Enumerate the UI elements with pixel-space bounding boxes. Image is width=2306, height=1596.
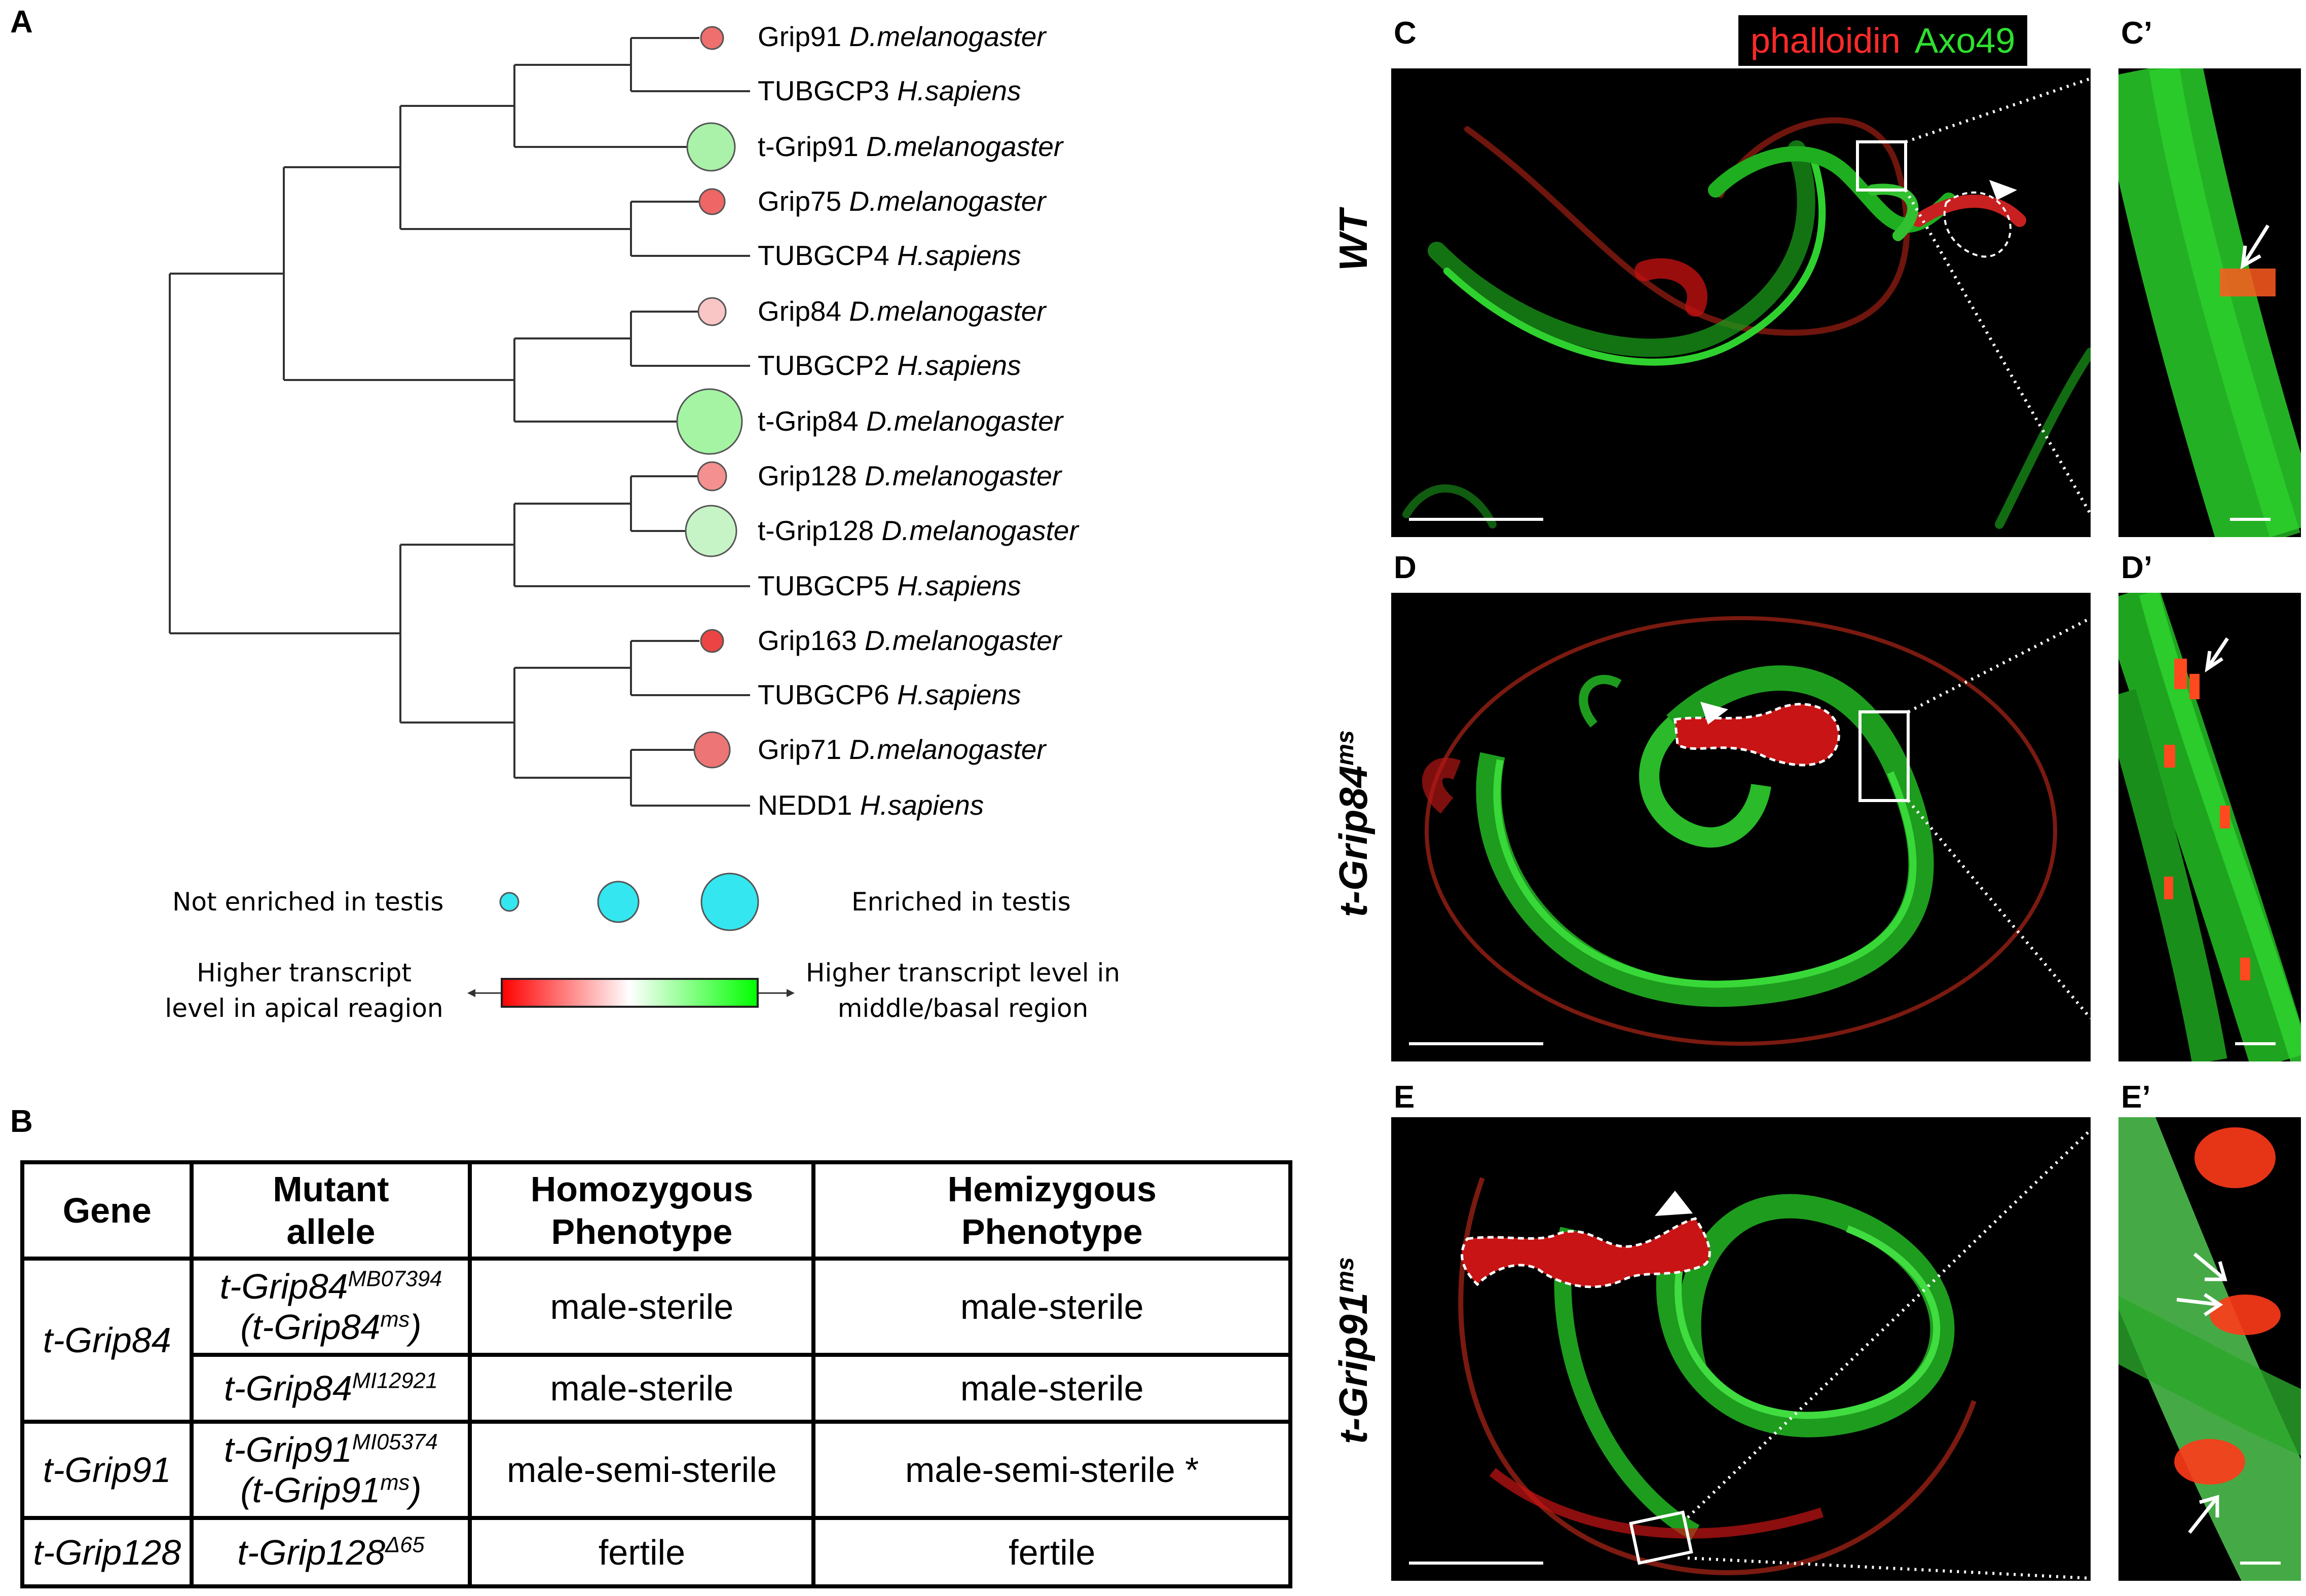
- bubble-grip71: [693, 731, 731, 769]
- leaf-label: t-Grip91 D.melanogaster: [758, 131, 1063, 162]
- micrograph-t-grip84: [1391, 593, 2091, 1061]
- leaf-label: Grip71 D.melanogaster: [758, 734, 1046, 765]
- bubble-grip91: [700, 26, 724, 50]
- leaf-label: Grip91 D.melanogaster: [758, 21, 1046, 52]
- row-label-t-grip91: t-Grip91ms: [1331, 1257, 1375, 1444]
- stain-legend: phalloidin Axo49: [1738, 15, 2028, 66]
- legend-bubble-medium: [597, 881, 640, 923]
- bubble-grip84: [697, 297, 727, 326]
- leaf-label: Grip84 D.melanogaster: [758, 295, 1046, 327]
- leaf-label: t-Grip128 D.melanogaster: [758, 515, 1078, 546]
- panel-label-d: D: [1394, 550, 1417, 585]
- cell-homozygous: fertile: [468, 1516, 816, 1588]
- phylogenetic-tree: [169, 26, 750, 807]
- bubble-t-grip128: [685, 505, 737, 557]
- panel-label-a: A: [10, 5, 33, 40]
- micrograph-t-grip84-zoom: [2118, 593, 2301, 1061]
- leaf-label: TUBGCP5 H.sapiens: [758, 570, 1021, 601]
- bubble-grip163: [700, 629, 724, 653]
- row-label-wt: WT: [1331, 209, 1375, 271]
- table-row: t-Grip91 t-Grip91MI05374 (t-Grip91ms) ma…: [20, 1420, 1292, 1520]
- panel-label-c-prime: C’: [2121, 16, 2152, 51]
- cell-allele: t-Grip91MI05374 (t-Grip91ms): [190, 1420, 472, 1520]
- cell-gene: t-Grip91: [20, 1420, 194, 1520]
- cell-homozygous: male-sterile: [468, 1257, 816, 1357]
- legend-not-enriched: Not enriched in testis: [172, 887, 444, 917]
- micrograph-wt-zoom: [2118, 68, 2301, 537]
- legend-bubble-small: [499, 892, 519, 912]
- panel-label-d-prime: D’: [2121, 550, 2152, 585]
- bubble-grip128: [697, 461, 727, 491]
- cell-homozygous: male-sterile: [468, 1353, 816, 1424]
- leaf-label: TUBGCP4 H.sapiens: [758, 240, 1021, 271]
- bubble-grip75: [698, 188, 726, 215]
- cell-homozygous: male-semi-sterile: [468, 1420, 816, 1520]
- header-gene: Gene: [20, 1160, 194, 1261]
- table-row: t-Grip84MI12921 male-sterile male-steril…: [22, 1353, 1292, 1424]
- leaf-label: t-Grip84 D.melanogaster: [758, 405, 1063, 437]
- cell-allele: t-Grip84MB07394 (t-Grip84ms): [190, 1257, 472, 1357]
- micrograph-wt: [1391, 68, 2091, 537]
- cell-hemizygous: fertile: [811, 1516, 1292, 1588]
- micrograph-t-grip91: [1391, 1117, 2091, 1581]
- legend-bubble-large: [700, 872, 759, 931]
- cell-allele: t-Grip84MI12921: [190, 1353, 472, 1424]
- panel-label-e: E: [1394, 1080, 1415, 1115]
- panel-label-e-prime: E’: [2121, 1080, 2151, 1115]
- cell-gene: t-Grip128: [20, 1516, 194, 1588]
- legend-size-bubbles: [499, 872, 759, 931]
- bubble-t-grip91: [686, 122, 736, 172]
- leaf-label: NEDD1 H.sapiens: [758, 789, 984, 821]
- leaf-label: Grip75 D.melanogaster: [758, 185, 1046, 217]
- panel-label-b: B: [10, 1104, 33, 1139]
- leaf-label: Grip163 D.melanogaster: [758, 625, 1062, 656]
- table-row: t-Grip84 t-Grip84MB07394 (t-Grip84ms) ma…: [20, 1257, 1292, 1424]
- table-row: t-Grip128 t-Grip128Δ65 fertile fertile: [20, 1516, 1292, 1588]
- cell-hemizygous: male-sterile: [811, 1353, 1292, 1424]
- bubble-t-grip84: [676, 388, 743, 455]
- leaf-label: Grip128 D.melanogaster: [758, 460, 1062, 491]
- stain-axo49: Axo49: [1914, 21, 2016, 60]
- leaf-label: TUBGCP3 H.sapiens: [758, 75, 1021, 106]
- cell-gene: t-Grip84: [20, 1257, 194, 1424]
- cell-hemizygous: male-semi-sterile *: [811, 1420, 1292, 1520]
- cell-allele: t-Grip128Δ65: [190, 1516, 472, 1588]
- row-label-t-grip84: t-Grip84ms: [1331, 730, 1375, 917]
- micrograph-t-grip91-zoom: [2118, 1117, 2301, 1581]
- legend-gradient-bar: [467, 978, 795, 1008]
- panel-label-c: C: [1394, 16, 1417, 51]
- leaf-label: TUBGCP6 H.sapiens: [758, 679, 1021, 710]
- cell-hemizygous: male-sterile: [811, 1257, 1292, 1357]
- stain-phalloidin: phalloidin: [1751, 21, 1901, 60]
- leaf-label: TUBGCP2 H.sapiens: [758, 350, 1021, 381]
- legend-enriched: Enriched in testis: [851, 887, 1071, 917]
